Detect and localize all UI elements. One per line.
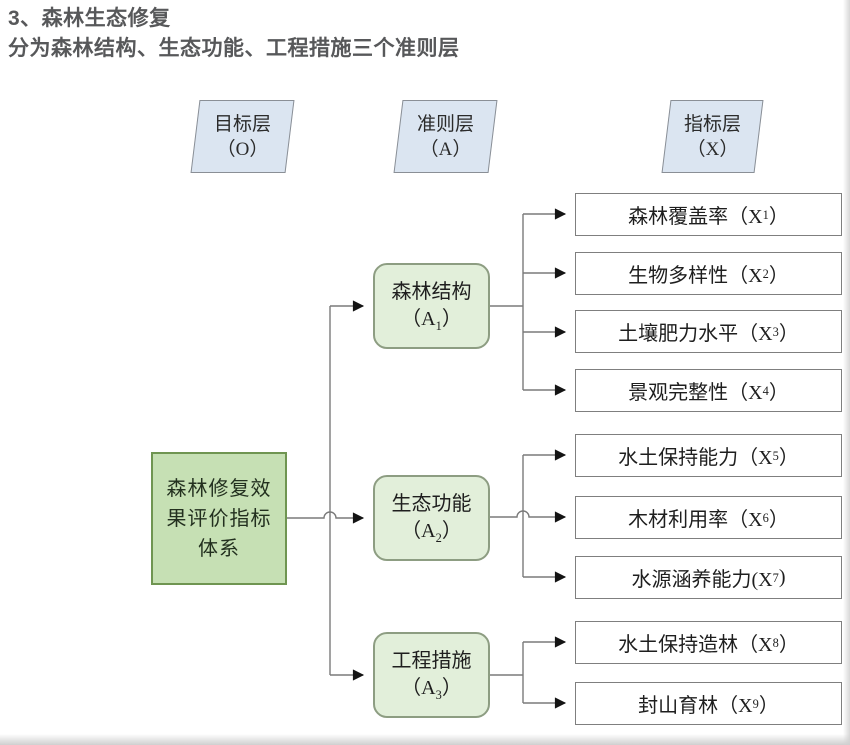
layer-header-criteria: 准则层 （A） [393, 100, 498, 173]
criteria-node-a2: 生态功能 （A2） [373, 475, 490, 561]
section-heading: 3、森林生态修复 分为森林结构、生态功能、工程措施三个准则层 [8, 4, 460, 64]
goal-node-label: 森林修复效果评价指标体系 [166, 477, 272, 560]
page-title: 3、森林生态修复 [8, 7, 171, 30]
criteria-node-symbol: （A1） [401, 308, 462, 333]
page-subtitle: 分为森林结构、生态功能、工程措施三个准则层 [8, 37, 460, 60]
layer-symbol: （X） [686, 138, 739, 160]
criteria-node-symbol: （A2） [401, 520, 462, 545]
layer-header-indicator: 指标层 （X） [661, 100, 764, 173]
layer-header-goal: 目标层 （O） [190, 100, 295, 173]
criteria-node-a1: 森林结构 （A1） [373, 263, 490, 349]
layer-symbol: （A） [419, 138, 472, 160]
layer-label: 准则层 [416, 113, 474, 135]
connector-root-to-a2 [287, 511, 365, 524]
page-edge-bottom [0, 734, 850, 745]
criteria-node-label: 工程措施 [391, 650, 472, 672]
criteria-node-label: 生态功能 [391, 493, 472, 515]
criteria-node-symbol: （A3） [401, 677, 462, 702]
goal-node: 森林修复效果评价指标体系 [151, 452, 287, 585]
layer-label: 指标层 [683, 113, 741, 135]
layer-symbol: （O） [216, 138, 269, 160]
page-edge-right [843, 0, 850, 745]
criteria-node-a3: 工程措施 （A3） [373, 632, 490, 718]
layer-label: 目标层 [213, 113, 271, 135]
criteria-node-label: 森林结构 [391, 281, 472, 303]
connector-a2-x6 [490, 510, 567, 523]
